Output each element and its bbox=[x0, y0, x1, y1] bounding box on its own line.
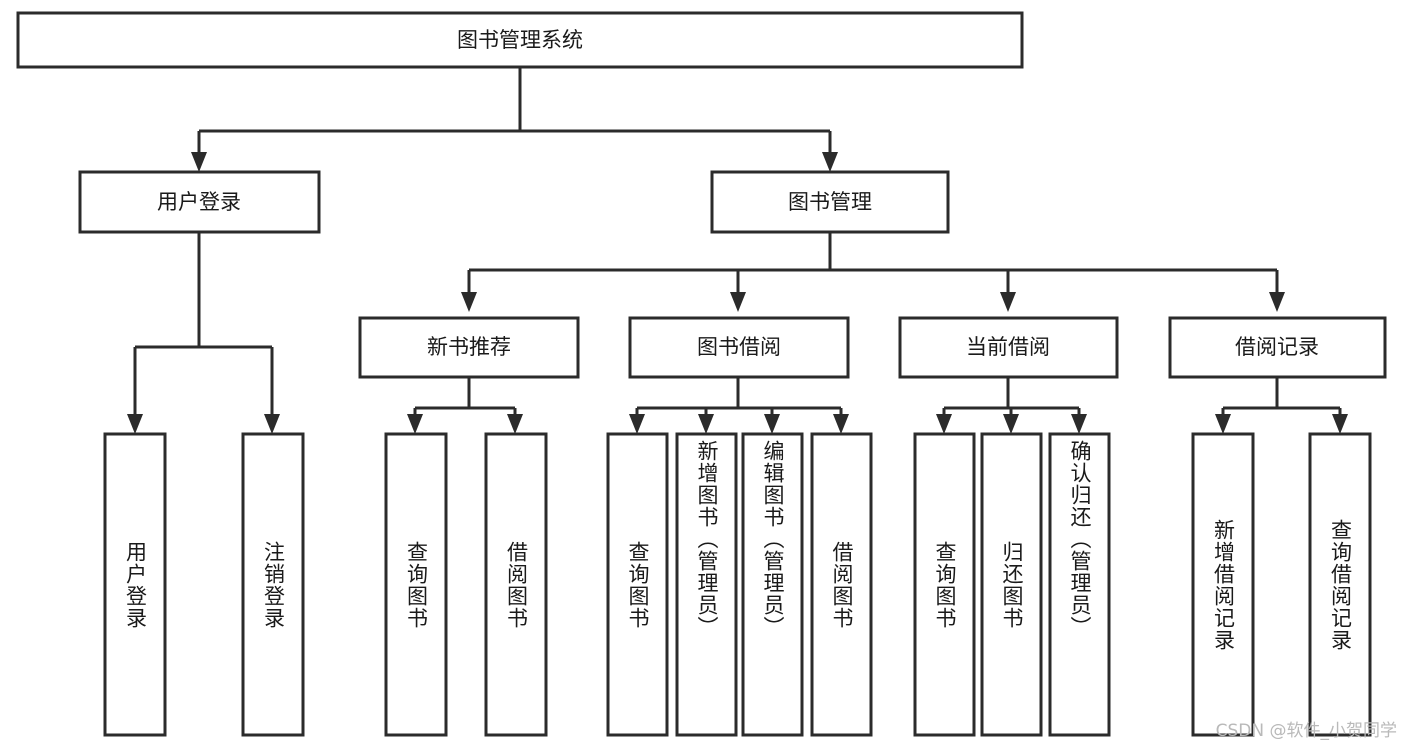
connector-borrow-to-leaves bbox=[629, 377, 849, 434]
node-current-borrow[interactable]: 当前借阅 bbox=[898, 316, 1119, 379]
connector-root-to-level2 bbox=[191, 67, 838, 172]
node-borrow-records[interactable]: 借阅记录 bbox=[1168, 316, 1387, 379]
node-current-borrow-label: 当前借阅 bbox=[966, 335, 1050, 359]
node-new-book-recommend[interactable]: 新书推荐 bbox=[358, 316, 580, 379]
connector-recommend-to-leaves bbox=[407, 377, 523, 434]
node-leaf-edit-book[interactable] bbox=[741, 432, 804, 737]
node-leaf-return-book[interactable] bbox=[980, 432, 1043, 737]
csdn-watermark: CSDN @软件_小贺同学 bbox=[1215, 721, 1397, 741]
node-leaf-query-record[interactable] bbox=[1308, 432, 1372, 737]
connector-records-to-leaves bbox=[1215, 377, 1348, 434]
node-leaf-user-login[interactable] bbox=[103, 432, 167, 737]
node-book-management-label: 图书管理 bbox=[788, 190, 872, 214]
node-book-management[interactable]: 图书管理 bbox=[710, 170, 950, 234]
node-book-borrow[interactable]: 图书借阅 bbox=[628, 316, 850, 379]
node-borrow-records-label: 借阅记录 bbox=[1235, 335, 1319, 359]
connector-current-to-leaves bbox=[936, 377, 1087, 434]
node-leaf-query-book-2[interactable] bbox=[606, 432, 669, 737]
node-leaf-user-logout[interactable] bbox=[241, 432, 305, 737]
node-root-label: 图书管理系统 bbox=[457, 28, 583, 52]
node-leaf-borrow-book-2[interactable] bbox=[810, 432, 873, 737]
node-book-borrow-label: 图书借阅 bbox=[697, 335, 781, 359]
node-root[interactable]: 图书管理系统 bbox=[16, 11, 1024, 69]
node-user-login[interactable]: 用户登录 bbox=[78, 170, 321, 234]
node-leaf-add-record[interactable] bbox=[1191, 432, 1255, 737]
node-leaf-query-book-1[interactable] bbox=[384, 432, 448, 737]
connector-login-to-leaves bbox=[127, 232, 280, 434]
node-user-login-label: 用户登录 bbox=[157, 190, 241, 214]
node-leaf-borrow-book-1[interactable] bbox=[484, 432, 548, 737]
node-leaf-query-book-3[interactable] bbox=[913, 432, 976, 737]
node-leaf-add-book[interactable] bbox=[675, 432, 738, 737]
node-new-book-recommend-label: 新书推荐 bbox=[427, 335, 511, 359]
connector-bookmgmt-to-level3 bbox=[461, 232, 1285, 312]
node-leaf-confirm-return[interactable] bbox=[1048, 432, 1111, 737]
